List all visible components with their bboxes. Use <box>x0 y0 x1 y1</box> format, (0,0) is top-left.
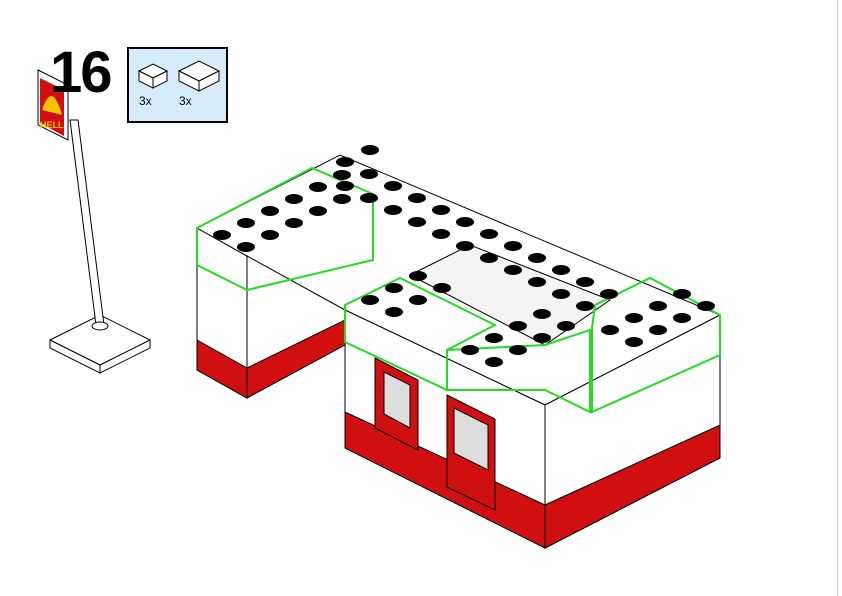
stud <box>361 145 379 155</box>
stud <box>576 301 594 311</box>
stud <box>360 193 378 203</box>
stud <box>408 193 426 203</box>
stud <box>533 333 551 343</box>
studs <box>213 145 715 367</box>
stud <box>673 289 691 299</box>
stud <box>480 253 498 263</box>
stud <box>409 295 427 305</box>
stud <box>625 313 643 323</box>
stud <box>576 277 594 287</box>
stud <box>261 206 279 216</box>
stud <box>237 242 255 252</box>
page-edge <box>837 0 838 596</box>
stud <box>384 205 402 215</box>
stud <box>336 157 354 167</box>
stud <box>456 241 474 251</box>
stud <box>408 217 426 227</box>
parts-list-box: 3x 3x <box>127 47 228 123</box>
stud <box>697 301 715 311</box>
stud <box>360 169 378 179</box>
stud <box>433 283 451 293</box>
stud <box>336 181 354 191</box>
stud <box>237 218 255 228</box>
stud <box>528 277 546 287</box>
stud <box>432 205 450 215</box>
stud <box>309 182 327 192</box>
stud <box>333 170 351 180</box>
stud <box>600 289 618 299</box>
stud <box>552 265 570 275</box>
stud <box>528 253 546 263</box>
brick-2x2-icon <box>137 60 221 92</box>
stud <box>504 265 522 275</box>
stud <box>485 333 503 343</box>
stud <box>461 345 479 355</box>
stud <box>673 313 691 323</box>
stud <box>432 229 450 239</box>
stud <box>456 217 474 227</box>
stud <box>504 241 522 251</box>
stud <box>213 230 231 240</box>
stud <box>261 230 279 240</box>
step-number: 16 <box>50 40 112 105</box>
stud <box>361 295 379 305</box>
sign-text: HELL <box>40 120 64 130</box>
part-quantity: 3x <box>139 94 152 108</box>
stud <box>480 229 498 239</box>
stud <box>385 283 403 293</box>
stud <box>557 321 575 331</box>
stud <box>601 325 619 335</box>
building <box>195 154 722 549</box>
shell-sign: HELL <box>37 69 152 374</box>
stud <box>309 206 327 216</box>
stud <box>485 357 503 367</box>
part-quantity: 3x <box>179 94 192 108</box>
stud <box>533 309 551 319</box>
stud <box>625 337 643 347</box>
stud <box>409 271 427 281</box>
stud <box>384 181 402 191</box>
stud <box>285 194 303 204</box>
stud <box>649 301 667 311</box>
stud <box>649 325 667 335</box>
stud <box>333 194 351 204</box>
stud <box>285 218 303 228</box>
stud <box>552 289 570 299</box>
stud <box>509 345 527 355</box>
stud <box>385 307 403 317</box>
stud <box>509 321 527 331</box>
